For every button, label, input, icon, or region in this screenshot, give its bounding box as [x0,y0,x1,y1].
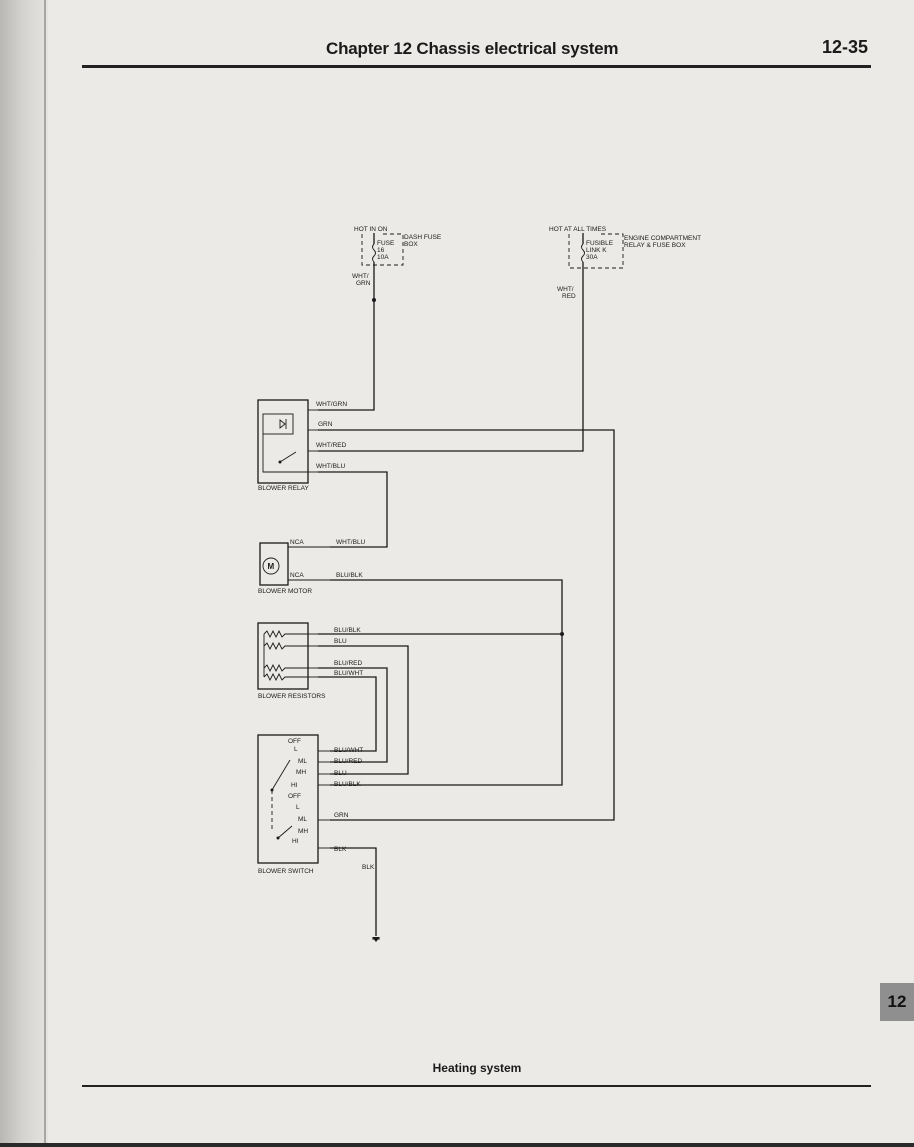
switch-position-label: HI [291,782,298,789]
motor-wire-label: BLU/BLK [336,572,363,579]
wht-grn-source-label-2: GRN [356,280,371,287]
blower-motor-symbol [262,557,280,575]
fuse-16-label-1: FUSE [377,240,395,247]
blower-relay-box [257,399,309,484]
page-binding-edge [44,0,46,1147]
switch-contact-pivot-lower [276,836,280,840]
switch-contact-arm-lower [277,825,293,839]
footer-rule [82,1085,871,1087]
resistor-wire-label: BLU/RED [334,660,362,667]
switch-contact-arm-upper [271,759,291,791]
page-bottom-edge [0,1143,914,1147]
engine-compartment-box-outline [568,233,624,269]
blower-relay-label: BLOWER RELAY [258,485,309,492]
dash-fuse-box-label: DASH FUSE [404,234,442,241]
resistor-2 [263,641,308,651]
wire-wht-blu [318,471,388,548]
wht-red-source-label-2: RED [562,293,576,300]
wire-blu-blk [330,579,563,786]
engine-compartment-label: ENGINE COMPARTMENT [624,235,701,242]
chapter-title: Chapter 12 Chassis electrical system [326,39,619,58]
relay-wire-label: WHT/RED [316,442,347,449]
ground-symbol [372,937,380,942]
motor-connector-label: NCA [290,572,304,579]
switch-position-label: ML [298,758,307,765]
switch-wire-label: BLK [334,846,347,853]
resistor-wire-label: BLU/BLK [334,627,361,634]
blower-switch-label: BLOWER SWITCH [258,868,314,875]
relay-wire-label: WHT/GRN [316,401,347,408]
page-number: 12-35 [821,37,868,57]
blower-switch-box [257,734,319,864]
resistor-wire-label: BLU [334,638,347,645]
blower-motor-label: BLOWER MOTOR [258,588,312,595]
switch-position-label: L [294,746,298,753]
wire-blu [318,645,409,775]
hot-in-on-label: HOT IN ON [354,226,388,233]
resistor-3 [263,663,308,673]
resistor-wire-label: BLU/WHT [334,670,363,677]
chapter-tab: 12 [880,983,914,1021]
fusible-link-label-3: 30A [586,254,598,261]
page-binding-shadow [0,0,48,1147]
wire-wht-grn [318,262,375,411]
switch-position-label: OFF [288,738,301,745]
relay-fuse-box-label: RELAY & FUSE BOX [624,242,686,249]
blower-motor-box [259,542,289,586]
relay-wire-label: GRN [318,421,333,428]
fuse-16-symbol [372,243,376,263]
ground-wire-label: BLK [362,864,375,871]
switch-position-label: OFF [288,793,301,800]
switch-wire-label: BLU [334,770,347,777]
switch-position-label: L [296,804,300,811]
blower-resistors-label: BLOWER RESISTORS [258,693,326,700]
dash-fuse-box-label-2: BOX [404,241,418,248]
switch-wire-label: BLU/RED [334,758,362,765]
switch-position-label: MH [296,769,306,776]
wht-grn-source-label-1: WHT/ [352,273,369,280]
fuse-16-label-3: 10A [377,254,389,261]
blower-relay-coil [262,413,294,435]
motor-m-symbol: M [268,562,275,571]
wht-red-source-label-1: WHT/ [557,286,574,293]
wire-grn [318,429,615,821]
blower-resistors-box [257,622,309,690]
splice-dot-blu-blk [560,632,564,636]
motor-wire-label: WHT/BLU [336,539,366,546]
fusible-link-label-1: FUSIBLE [586,240,614,247]
switch-wire-label: BLU/WHT [334,747,363,754]
relay-contact-lead [262,434,308,473]
hot-at-all-times-label: HOT AT ALL TIMES [549,226,607,233]
wire-blu-red [318,667,388,763]
wire-blk-ground [330,847,377,936]
switch-wire-label: BLU/BLK [334,781,361,788]
figure-caption: Heating system [432,1061,522,1075]
header-rule [82,65,871,68]
relay-contact-arm [279,451,297,463]
fuse-16-label-2: 16 [377,247,385,254]
wire-blu-wht [318,676,377,752]
dash-fuse-box-outline [361,233,404,266]
relay-wire-label: WHT/BLU [316,463,346,470]
wire-wht-red [318,262,584,452]
switch-wire-label: GRN [334,812,349,819]
switch-position-label: HI [292,838,299,845]
switch-position-label: MH [298,828,308,835]
motor-connector-label: NCA [290,539,304,546]
fusible-link-symbol [581,243,585,263]
fusible-link-label-2: LINK K [586,247,607,254]
resistor-1 [263,629,308,639]
resistor-4 [263,672,308,682]
switch-position-label: ML [298,816,307,823]
relay-contact-pivot [278,460,282,464]
relay-diode-symbol [279,419,287,429]
